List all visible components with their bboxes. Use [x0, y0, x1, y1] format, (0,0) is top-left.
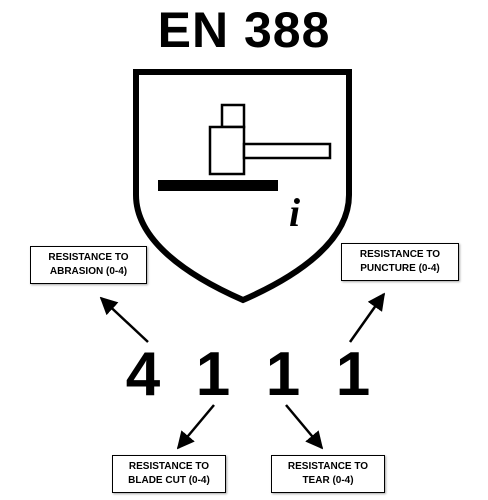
label-tear: RESISTANCE TO TEAR (0-4): [271, 455, 385, 493]
arrow-puncture: [348, 292, 386, 343]
label-blade-cut-line2: BLADE CUT (0-4): [128, 475, 210, 486]
rating-puncture-digit: 1: [335, 340, 371, 409]
hammer-icon: [208, 103, 332, 176]
label-blade-cut: RESISTANCE TO BLADE CUT (0-4): [112, 455, 226, 493]
info-icon: i: [289, 190, 300, 235]
arrow-blade-cut: [176, 404, 215, 450]
rating-tear-digit: 1: [265, 340, 301, 409]
arrow-tear: [285, 404, 324, 450]
label-tear-line2: TEAR (0-4): [302, 475, 354, 486]
standard-title: EN 388: [157, 2, 331, 58]
rating-blade-cut-digit: 1: [195, 340, 231, 409]
rating-abrasion-digit: 4: [125, 340, 161, 409]
label-abrasion-line2: ABRASION (0-4): [49, 266, 128, 277]
label-puncture-line1: RESISTANCE TO: [359, 249, 441, 260]
label-abrasion-line1: RESISTANCE TO: [48, 252, 129, 263]
label-puncture: RESISTANCE TO PUNCTURE (0-4): [341, 243, 459, 281]
surface-bar: [158, 180, 278, 191]
label-abrasion: RESISTANCE TO ABRASION (0-4): [30, 246, 147, 284]
label-tear-line1: RESISTANCE TO: [287, 461, 369, 472]
label-blade-cut-line1: RESISTANCE TO: [128, 461, 210, 472]
label-puncture-line2: PUNCTURE (0-4): [360, 263, 440, 274]
arrow-abrasion: [99, 296, 149, 343]
